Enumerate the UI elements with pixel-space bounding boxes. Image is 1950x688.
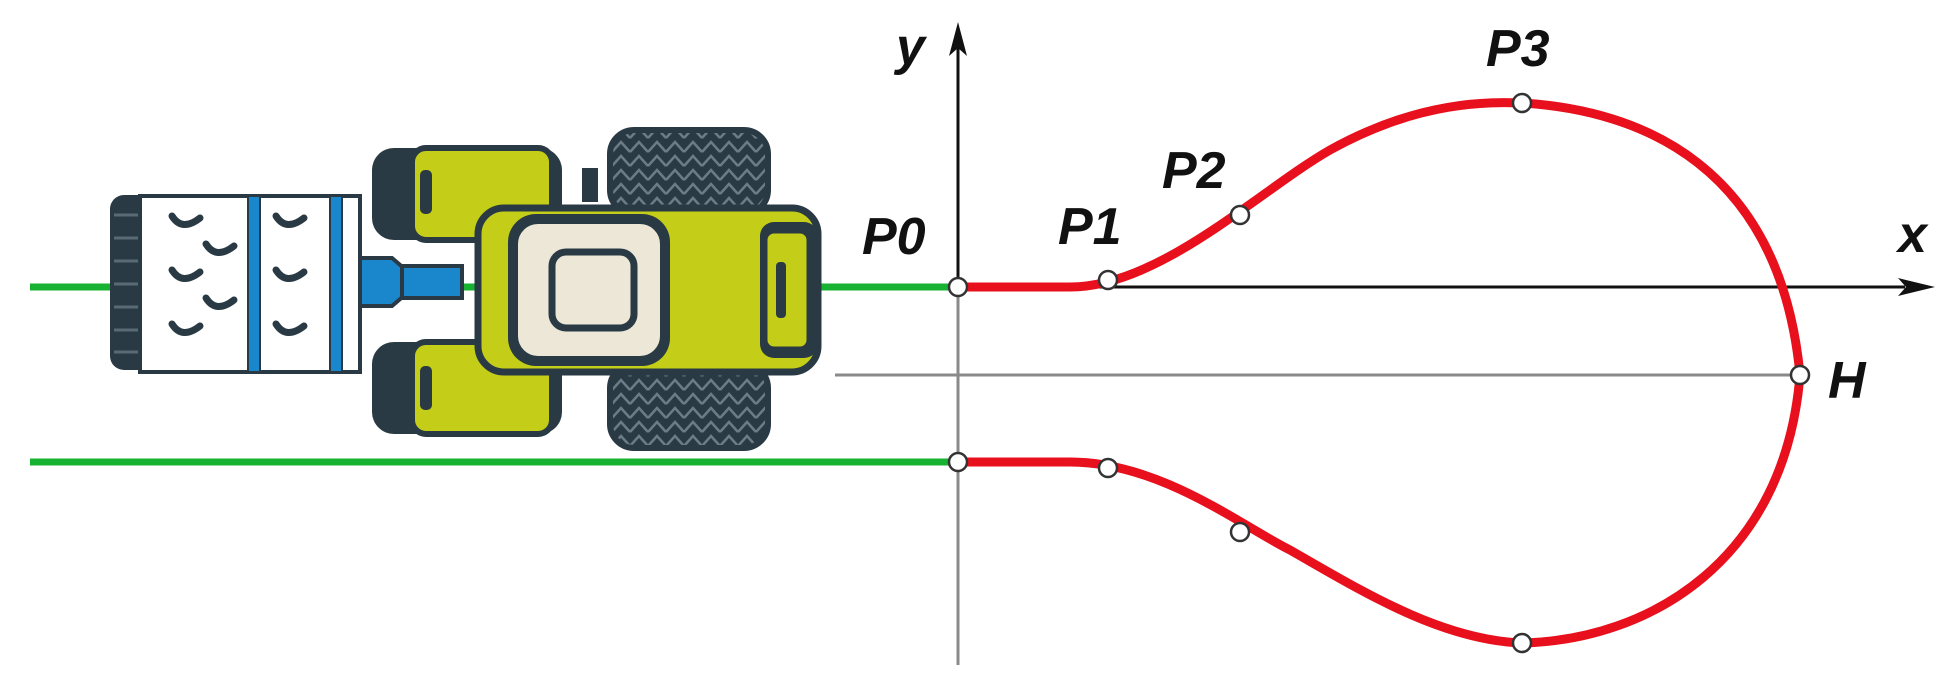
tractor-with-implement-icon (110, 127, 822, 451)
axis-x-label: x (1895, 206, 1929, 264)
x-axis-arrow (1898, 278, 1935, 296)
y-axis-arrow (949, 22, 967, 56)
axis-y-label: y (893, 18, 928, 76)
point-p0-mirror (947, 451, 969, 473)
point-p1-mirror (1097, 457, 1119, 479)
point-p0 (947, 276, 969, 298)
point-p3-mirror (1511, 632, 1533, 654)
label-h: H (1828, 352, 1867, 410)
point-p3 (1511, 92, 1533, 114)
point-p1 (1097, 269, 1119, 291)
point-p2 (1229, 204, 1251, 226)
label-p1: P1 (1058, 198, 1122, 256)
point-p2-mirror (1229, 521, 1251, 543)
path-upper (953, 98, 1805, 380)
path-lower (953, 370, 1805, 648)
point-h (1789, 364, 1811, 386)
label-p3: P3 (1486, 20, 1550, 78)
label-p0: P0 (862, 208, 926, 266)
label-p2: P2 (1162, 142, 1226, 200)
